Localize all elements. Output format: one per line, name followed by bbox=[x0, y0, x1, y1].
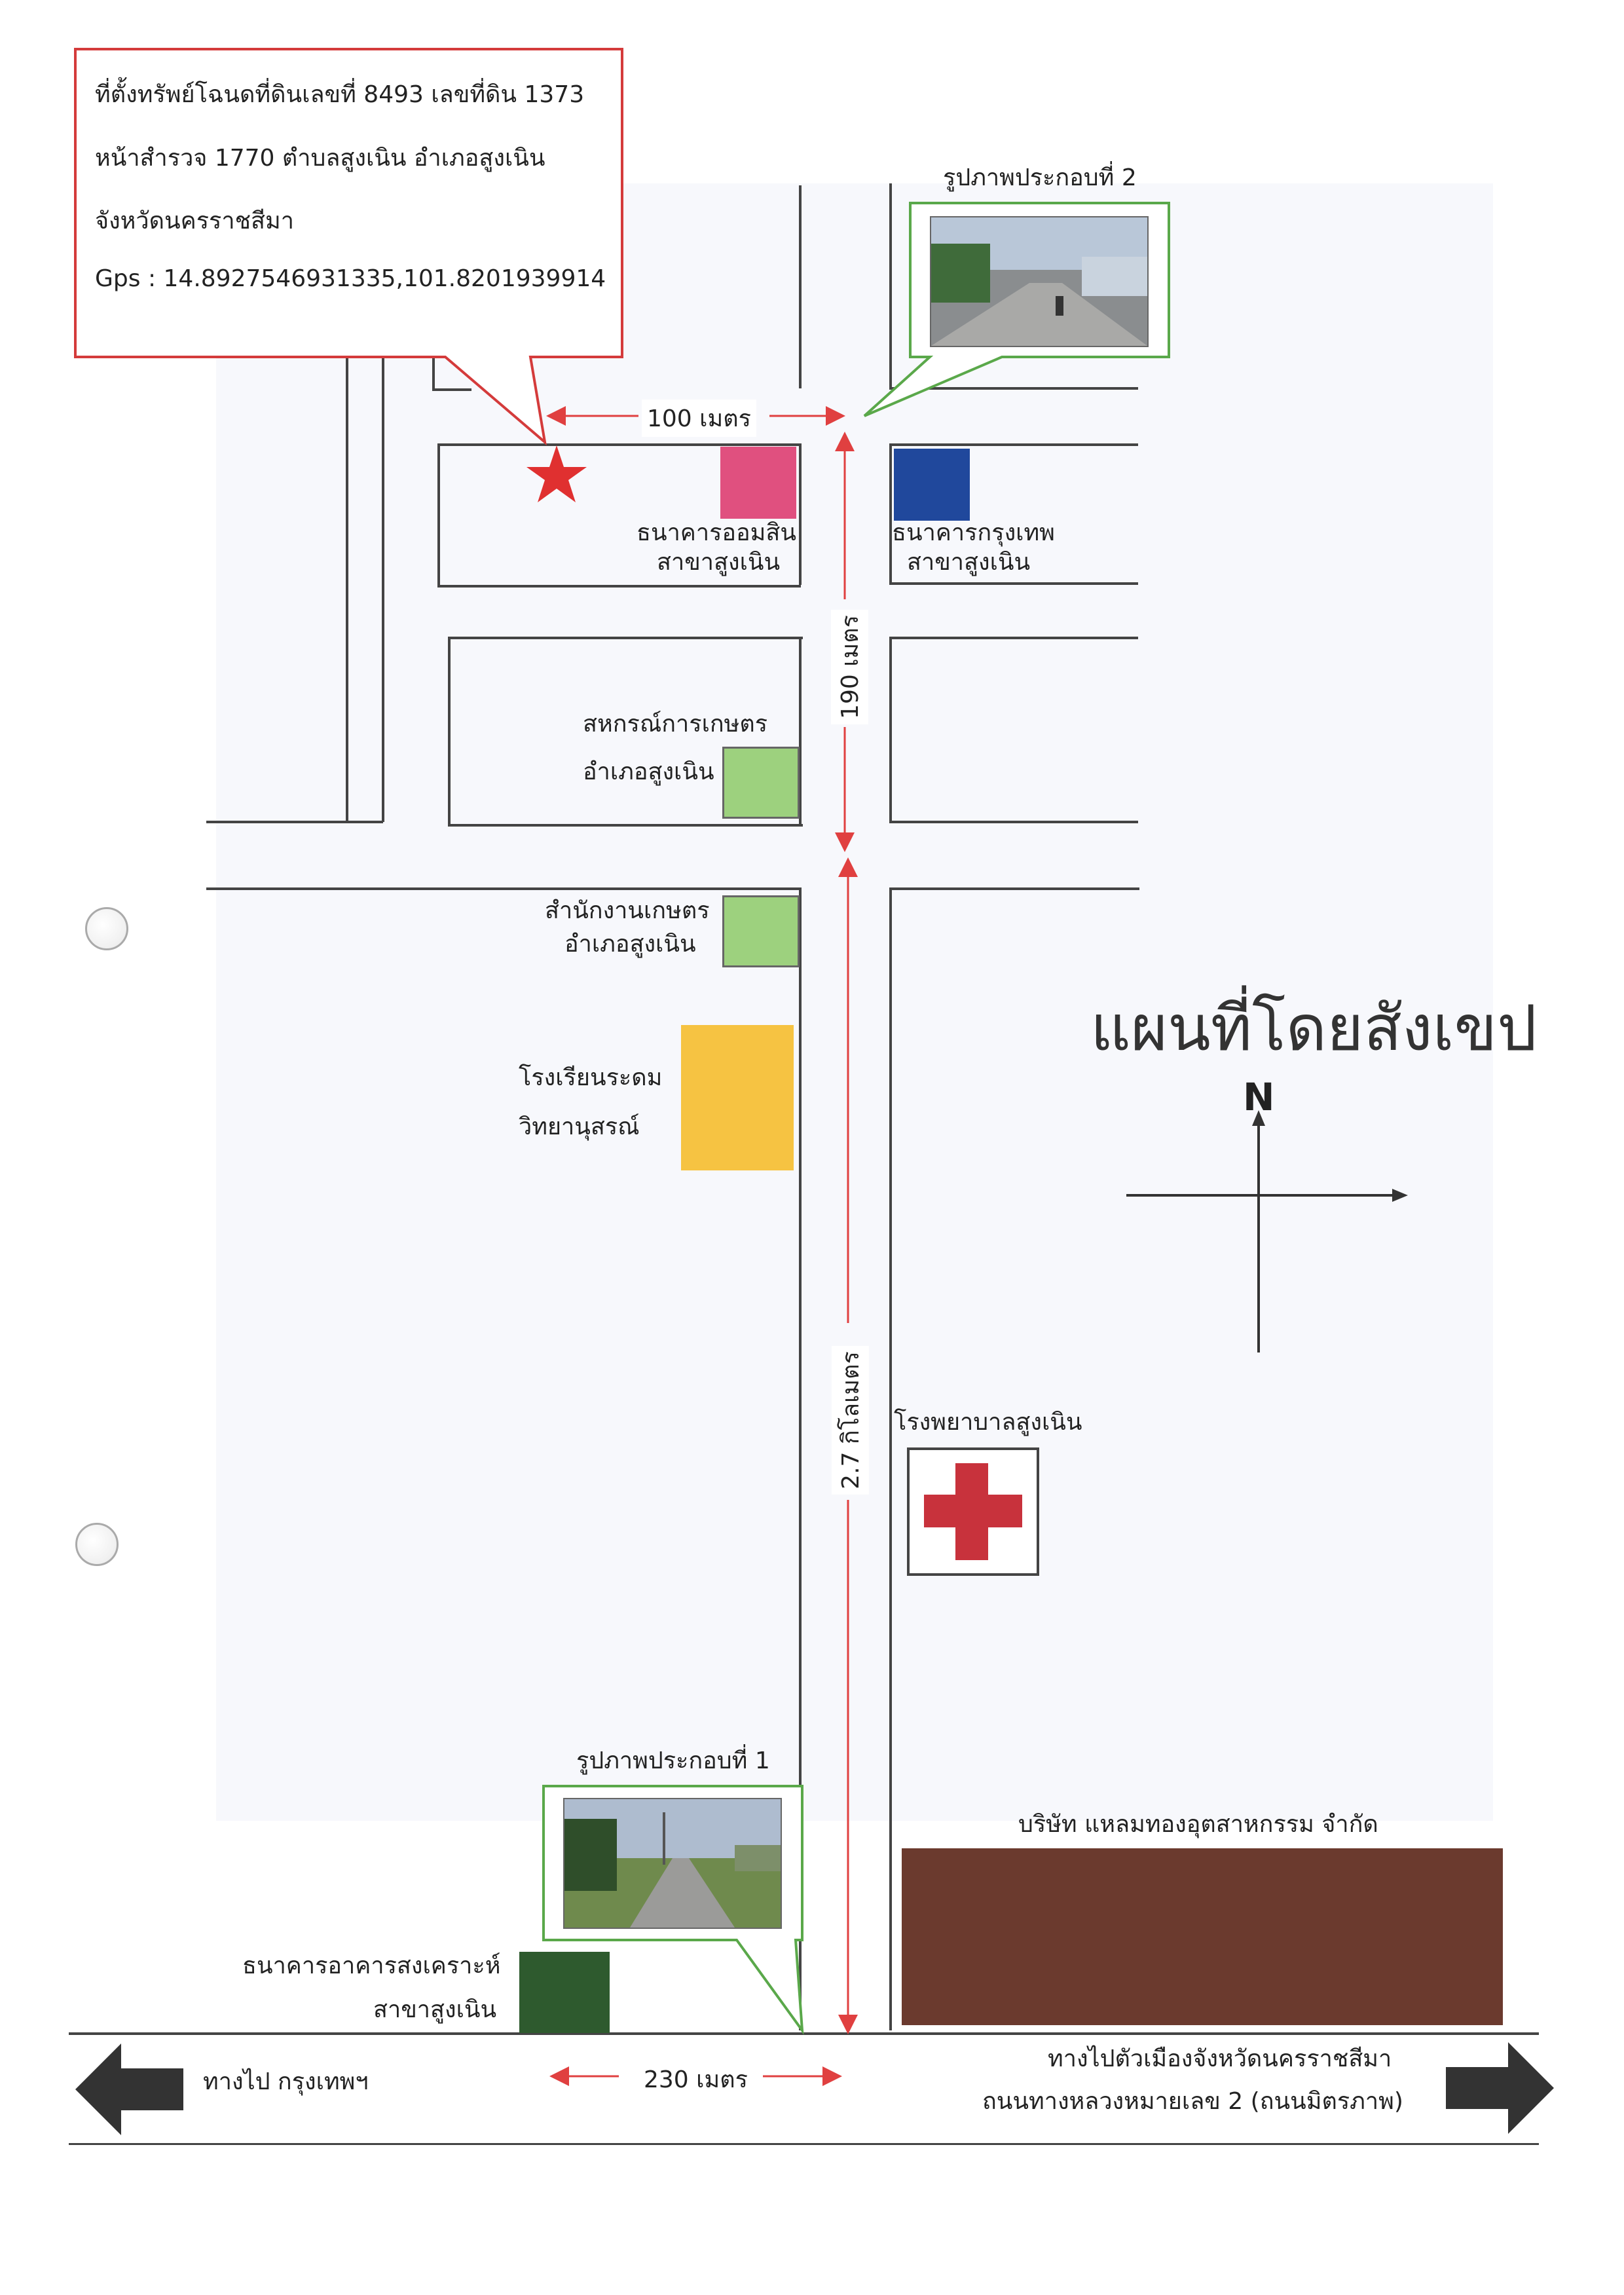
road-right-block2-top bbox=[889, 637, 1138, 639]
block-coop bbox=[448, 637, 803, 827]
highway-bottom bbox=[69, 2143, 1539, 2145]
road-bottom-block-left bbox=[206, 821, 383, 823]
road-right-block1-bottom bbox=[889, 582, 1138, 585]
gsb-bank-marker bbox=[720, 447, 796, 519]
hospital-label: โรงพยาบาลสูงเนิน bbox=[894, 1409, 1082, 1436]
block-coop-right bbox=[799, 637, 802, 824]
school-label-2: วิทยานุสรณ์ bbox=[519, 1113, 640, 1140]
road-cross-top-right bbox=[889, 387, 1138, 390]
bbl-label-1: ธนาคารกรุงเทพ bbox=[892, 519, 1055, 546]
block-star bbox=[437, 443, 801, 588]
direction-left-label: ทางไป กรุงเทพฯ bbox=[203, 2068, 369, 2095]
distance-long: 2.7 กิโลเมตร bbox=[831, 1346, 869, 1495]
ghb-label-1: ธนาคารอาคารสงเคราะห์ bbox=[242, 1952, 501, 1979]
road-right-block1-top bbox=[889, 443, 1138, 446]
scan-tint bbox=[216, 183, 1493, 1821]
road-main-right-top bbox=[889, 183, 892, 388]
road-right-block2-bottom bbox=[889, 821, 1138, 823]
ghb-bank-marker bbox=[519, 1952, 610, 2033]
road-main-left-top bbox=[799, 185, 802, 388]
coop-label-2: อำเภอสูงเนิน bbox=[583, 758, 714, 785]
road-lower-main-left bbox=[799, 887, 802, 2030]
callout-line-3: จังหวัดนครราชสีมา bbox=[95, 208, 294, 234]
gsb-label-2: สาขาสูงเนิน bbox=[657, 549, 781, 576]
distance-bottom: 230 เมตร bbox=[638, 2061, 753, 2098]
binder-hole-bottom bbox=[75, 1523, 119, 1566]
photo1-image bbox=[563, 1798, 782, 1929]
photo1-label: รูปภาพประกอบที่ 1 bbox=[576, 1747, 770, 1774]
callout-line-4: Gps : 14.8927546931335,101.8201939914 bbox=[95, 265, 606, 292]
hospital-cross-icon bbox=[924, 1463, 1022, 1560]
hospital-marker bbox=[907, 1447, 1039, 1576]
road-left-outer bbox=[346, 354, 348, 822]
ghb-label-2: สาขาสูงเนิน bbox=[373, 1996, 497, 2023]
school-marker bbox=[681, 1025, 794, 1170]
agri-office-label-2: อำเภอสูงเนิน bbox=[564, 931, 696, 958]
location-callout-shape bbox=[74, 48, 623, 446]
arrow-left-icon bbox=[75, 2043, 183, 2135]
photo2-image bbox=[930, 216, 1149, 347]
road-lower-right-top bbox=[889, 887, 1139, 890]
bbl-label-2: สาขาสูงเนิน bbox=[907, 549, 1031, 576]
agri-office-label-1: สำนักงานเกษตร bbox=[545, 897, 710, 924]
coop-label-1: สหกรณ์การเกษตร bbox=[583, 711, 768, 737]
road-right-block1-left bbox=[889, 443, 892, 585]
road-right-block2-left bbox=[889, 637, 892, 823]
road-left-outer-inner bbox=[382, 357, 384, 822]
highway-top bbox=[69, 2032, 1539, 2035]
direction-right-label-2: ถนนทางหลวงหมายเลข 2 (ถนนมิตรภาพ) bbox=[982, 2088, 1403, 2115]
coop-marker bbox=[722, 747, 800, 819]
map-title: แผนที่โดยสังเขป bbox=[1090, 992, 1538, 1065]
road-lower-left-top bbox=[206, 887, 802, 890]
distance-top: 100 เมตร bbox=[642, 400, 756, 437]
road-block-top-under bbox=[432, 388, 471, 391]
compass-icon bbox=[1126, 1110, 1408, 1353]
bbl-bank-marker bbox=[894, 449, 970, 521]
callout-line-2: หน้าสำรวจ 1770 ตำบลสูงเนิน อำเภอสูงเนิน bbox=[95, 145, 545, 172]
road-block-top-left bbox=[432, 354, 435, 390]
road-lower-main-right bbox=[889, 887, 892, 2030]
photo2-label: รูปภาพประกอบที่ 2 bbox=[943, 164, 1137, 191]
arrow-right-icon bbox=[1446, 2042, 1554, 2134]
direction-right-label-1: ทางไปตัวเมืองจังหวัดนครราชสีมา bbox=[1048, 2045, 1392, 2072]
property-star-icon bbox=[526, 445, 587, 502]
school-label-1: โรงเรียนระดม bbox=[519, 1064, 663, 1091]
block-star-right bbox=[799, 443, 802, 585]
binder-hole-top bbox=[85, 907, 128, 950]
company-marker bbox=[902, 1848, 1503, 2025]
company-label: บริษัท แหลมทองอุตสาหกรรม จำกัด bbox=[1018, 1811, 1378, 1838]
gsb-label-1: ธนาคารออมสิน bbox=[637, 519, 796, 546]
agri-office-marker bbox=[722, 895, 800, 967]
callout-line-1: ที่ตั้งทรัพย์โฉนดที่ดินเลขที่ 8493 เลขที… bbox=[95, 81, 585, 108]
distance-mid: 190 เมตร bbox=[830, 610, 868, 724]
